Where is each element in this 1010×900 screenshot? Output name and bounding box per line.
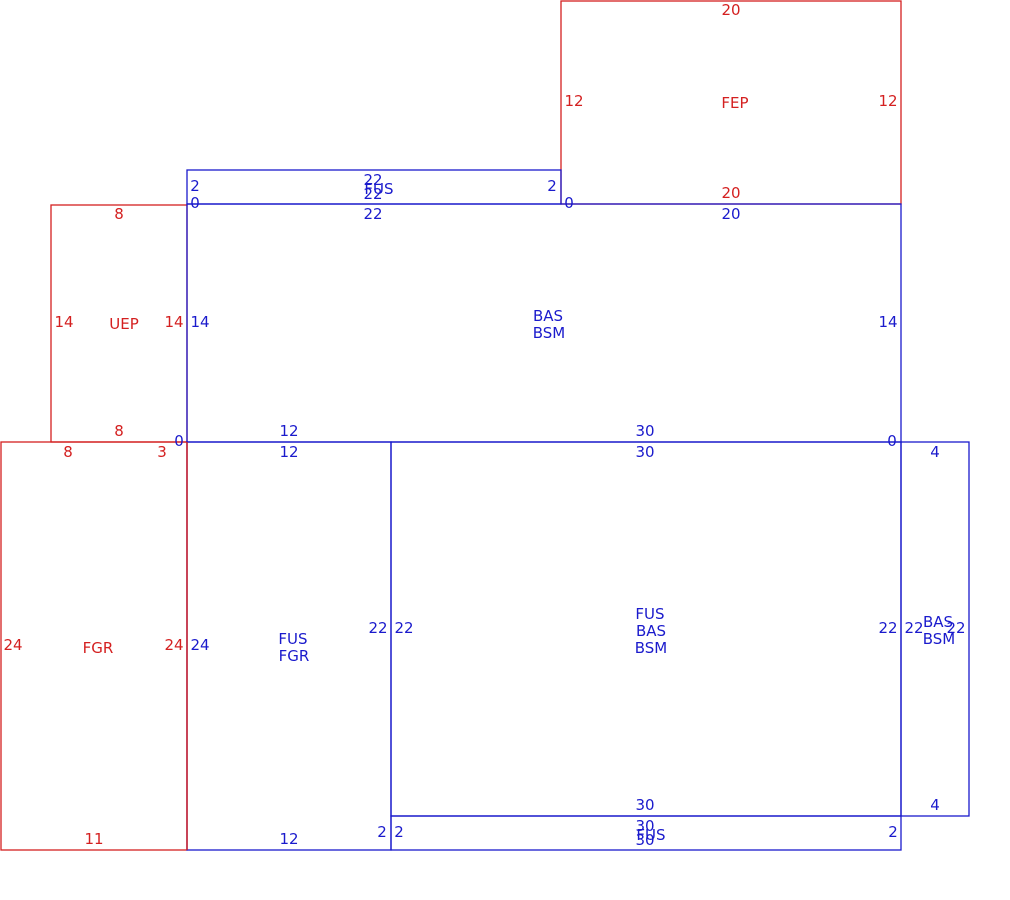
fus-fgr-top-dim: 12 bbox=[279, 443, 298, 461]
bas-bsm-upper-bottom-dim-a: 12 bbox=[279, 422, 298, 440]
corner-zero: 0 bbox=[887, 432, 897, 450]
fgr-bottom-dim: 11 bbox=[84, 830, 103, 848]
corner-zero: 0 bbox=[174, 432, 184, 450]
bas-bsm-upper-label-2: BSM bbox=[533, 324, 566, 342]
fus-bas-bsm-label-1: FUS bbox=[635, 605, 664, 623]
fgr-left-dim: 24 bbox=[3, 636, 22, 654]
fus-fgr-label-1: FUS bbox=[278, 630, 307, 648]
fus-strip-top-right-dim: 2 bbox=[547, 177, 557, 195]
fus-bas-bsm-label-3: BSM bbox=[635, 639, 668, 657]
uep-bottom-dim: 8 bbox=[114, 422, 124, 440]
corner-zero: 0 bbox=[190, 194, 200, 212]
fus-strip-bottom-right-dim: 2 bbox=[888, 823, 898, 841]
fus-strip-top-bottom-dim: 22 bbox=[363, 185, 382, 203]
rect-bas-bsm-right bbox=[900, 441, 970, 817]
bas-bsm-upper-top-dim-a: 22 bbox=[363, 205, 382, 223]
bas-bsm-upper-top-dim-b: 20 bbox=[721, 205, 740, 223]
fus-bas-bsm-left-dim: 22 bbox=[394, 619, 413, 637]
fus-strip-bottom-label: FUS bbox=[636, 826, 665, 844]
bas-bsm-right-left-dim: 22 bbox=[904, 619, 923, 637]
uep-right-dim: 14 bbox=[164, 313, 183, 331]
bas-bsm-upper-left-dim: 14 bbox=[190, 313, 209, 331]
bas-bsm-right-label-1: BAS bbox=[923, 613, 953, 631]
fus-strip-bottom-left-dim: 2 bbox=[394, 823, 404, 841]
bas-bsm-right-right-dim: 22 bbox=[946, 619, 965, 637]
fus-strip-top-left-dim: 2 bbox=[190, 177, 200, 195]
fus-bas-bsm-label-2: BAS bbox=[636, 622, 666, 640]
bas-bsm-upper-right-dim: 14 bbox=[878, 313, 897, 331]
fus-fgr-bottom-right-dim: 2 bbox=[377, 823, 387, 841]
fus-fgr-bottom-dim: 12 bbox=[279, 830, 298, 848]
fus-fgr-right-dim: 22 bbox=[368, 619, 387, 637]
rect-fus-strip-bottom bbox=[390, 815, 902, 851]
fep-top-dim: 20 bbox=[721, 1, 740, 19]
fus-strip-bottom-bottom-dim: 30 bbox=[635, 831, 654, 849]
fus-bas-bsm-top-dim: 30 bbox=[635, 443, 654, 461]
corner-zero: 0 bbox=[564, 194, 574, 212]
fgr-top-dim-b: 3 bbox=[157, 443, 167, 461]
fgr-right-dim: 24 bbox=[164, 636, 183, 654]
fgr-top-dim-a: 8 bbox=[63, 443, 73, 461]
fus-strip-top-top-dim: 22 bbox=[363, 171, 382, 189]
fus-bas-bsm-right-dim: 22 bbox=[878, 619, 897, 637]
fgr-label: FGR bbox=[83, 639, 114, 657]
uep-top-dim: 8 bbox=[114, 205, 124, 223]
fep-left-dim: 12 bbox=[564, 92, 583, 110]
bas-bsm-right-top-dim: 4 bbox=[930, 443, 940, 461]
uep-label: UEP bbox=[109, 315, 139, 333]
bas-bsm-upper-bottom-dim-b: 30 bbox=[635, 422, 654, 440]
fus-fgr-label-2: FGR bbox=[279, 647, 310, 665]
fus-bas-bsm-bottom-dim: 30 bbox=[635, 796, 654, 814]
fep-right-dim: 12 bbox=[878, 92, 897, 110]
bas-bsm-upper-label-1: BAS bbox=[533, 307, 563, 325]
bas-bsm-right-label-2: BSM bbox=[923, 630, 956, 648]
fep-bottom-dim: 20 bbox=[721, 184, 740, 202]
fus-fgr-left-dim: 24 bbox=[190, 636, 209, 654]
uep-left-dim: 14 bbox=[54, 313, 73, 331]
fus-strip-bottom-top-dim: 30 bbox=[635, 817, 654, 835]
fus-strip-top-label: FUS bbox=[364, 180, 393, 198]
fep-label: FEP bbox=[721, 94, 748, 112]
bas-bsm-right-bottom-dim: 4 bbox=[930, 796, 940, 814]
